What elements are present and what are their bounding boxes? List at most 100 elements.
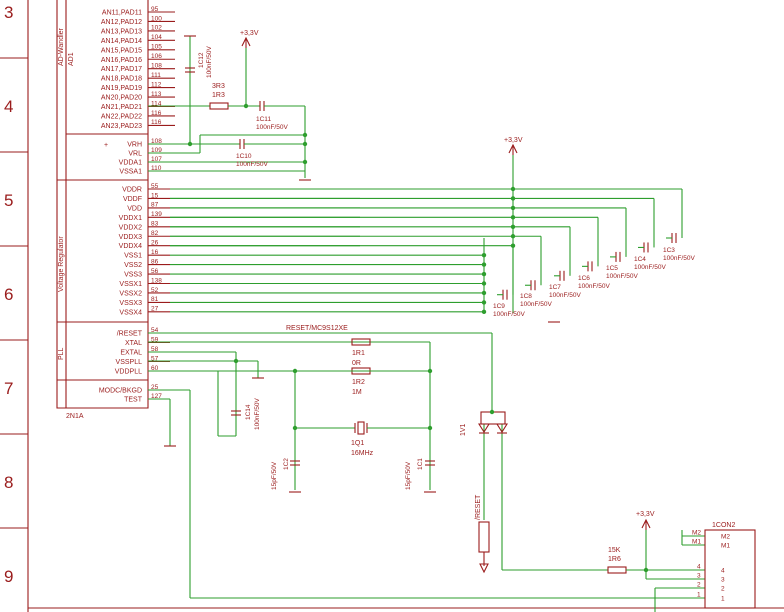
pin-number: 27 [151, 306, 159, 313]
pin-name: VDD [127, 205, 142, 212]
pin-name: VDDX4 [119, 243, 142, 250]
pin-name: TEST [124, 397, 143, 404]
pin-number: 111 [151, 72, 161, 79]
c7-value: 100nF/50V [549, 292, 581, 299]
c9-value: 100nF/50V [493, 311, 525, 318]
row-label-5: 5 [4, 191, 13, 210]
pin-number: 116 [151, 119, 162, 126]
rail-junction [510, 205, 516, 211]
connector-pin-label: 4 [721, 568, 725, 575]
c6-value: 100nF/50V [578, 283, 610, 290]
pin-name: VDDX2 [119, 224, 142, 231]
rail-junction [510, 186, 516, 192]
row-label-8: 8 [4, 473, 13, 492]
row-label-4: 4 [4, 97, 13, 116]
pin-name: AN12,PAD12 [101, 19, 142, 26]
rail-junction [510, 234, 516, 239]
section-label-pll: PLL [58, 347, 65, 360]
pin-number: 57 [151, 355, 159, 362]
r2-ref: 1R2 [352, 379, 365, 386]
rail-junction [510, 196, 516, 201]
c12-value: 100nF/50V [206, 46, 213, 78]
connector-pin-number: 1 [697, 592, 701, 599]
modc-test-lines [148, 389, 705, 599]
pin-name: AN13,PAD13 [101, 28, 142, 35]
pin-number: 54 [151, 327, 159, 334]
c10-ref: 1C10 [236, 153, 252, 160]
pin-number: 15 [151, 192, 159, 199]
r3-value: 1R3 [212, 92, 225, 99]
rail-junction [481, 300, 487, 305]
rail-junction [510, 215, 516, 220]
pin-number: 87 [151, 202, 159, 209]
pin-name: VDDR [122, 187, 142, 194]
c14-ref: 1C14 [245, 404, 252, 420]
reset-net-label: RESET/MC9S12XE [286, 325, 348, 332]
c1-value: 15pF/50V [405, 461, 412, 490]
pin-name: VDDPLL [115, 369, 142, 376]
decoupling-network: +3,3V 1C3 100nF/50V 1C4 100nF/50V 1C5 10… [170, 137, 695, 323]
vrh-plus-marker: + [104, 142, 108, 149]
v1-ref: 1V1 [460, 423, 467, 436]
c8-value: 100nF/50V [520, 301, 552, 308]
pin-name: AN17,PAD17 [101, 66, 142, 73]
pin-number: 108 [151, 138, 162, 145]
supply-label-vdd: +3,3V [504, 137, 523, 144]
connector-pin-label: 2 [721, 586, 725, 593]
vref-network: +3,3V 1C12 100nF/50V 3R3 1R3 1C11 100nF/… [148, 30, 311, 181]
pin-name: EXTAL [120, 350, 142, 357]
pin-number: 113 [151, 91, 162, 98]
c2-value: 15pF/50V [271, 461, 278, 490]
c2-ref: 1C2 [283, 458, 290, 470]
r3-ref: 3R3 [212, 83, 225, 90]
c1-ref: 1C1 [417, 458, 424, 470]
rail-junction [481, 252, 487, 258]
pin-name: AN15,PAD15 [101, 47, 142, 54]
c10-value: 100nF/50V [236, 161, 268, 168]
pin-number: 105 [151, 44, 162, 51]
pin-number: 81 [151, 296, 159, 303]
section-label-voltage-regulator: Voltage Regulator [58, 236, 65, 292]
pin-number: 116 [151, 110, 162, 117]
rail-junction [481, 309, 487, 315]
c4-ref: 1C4 [634, 256, 646, 263]
r1-value: 0R [352, 360, 361, 367]
pin-number: 139 [151, 211, 162, 218]
pin-number: 52 [151, 287, 159, 294]
pin-name: AN19,PAD19 [101, 85, 142, 92]
pin-number: 138 [151, 277, 162, 284]
q1-value: 16MHz [351, 450, 374, 457]
r6-value: 15K [608, 547, 621, 554]
pin-number: 16 [151, 249, 159, 256]
r1-ref: 1R1 [352, 350, 365, 357]
pin-number: 95 [151, 6, 159, 13]
c5-value: 100nF/50V [606, 273, 638, 280]
c3-value: 100nF/50V [663, 255, 695, 262]
pin-number: 108 [151, 63, 162, 70]
connector-pin-number: 2 [697, 582, 701, 589]
rail-junction [481, 271, 487, 277]
pin-name: VSSX2 [119, 290, 142, 297]
reset-switch-label: /RESET [475, 494, 482, 520]
row-label-3: 3 [4, 3, 13, 22]
c14-value: 100nF/50V [254, 398, 261, 430]
pin-number: 59 [151, 336, 159, 343]
pin-number: 83 [151, 221, 159, 228]
pin-name: VSS2 [124, 262, 142, 269]
rail-junction [481, 281, 487, 286]
pin-number: 106 [151, 53, 162, 60]
pin-name: AN16,PAD16 [101, 57, 142, 64]
pin-number: 107 [151, 156, 162, 163]
c12-ref: 1C12 [198, 52, 205, 68]
pin-number: 86 [151, 258, 159, 265]
pin-name: VRH [127, 142, 142, 149]
reset-and-connector: 1V1 /RESET 15K 1R6 +3,3V 1CON2 M2M2M1M14… [460, 409, 756, 612]
c7-ref: 1C7 [549, 284, 561, 291]
pin-number: 82 [151, 230, 159, 237]
row-label-7: 7 [4, 379, 13, 398]
row-label-6: 6 [4, 285, 13, 304]
pin-number: 60 [151, 365, 159, 372]
con2-ref: 1CON2 [712, 522, 735, 529]
